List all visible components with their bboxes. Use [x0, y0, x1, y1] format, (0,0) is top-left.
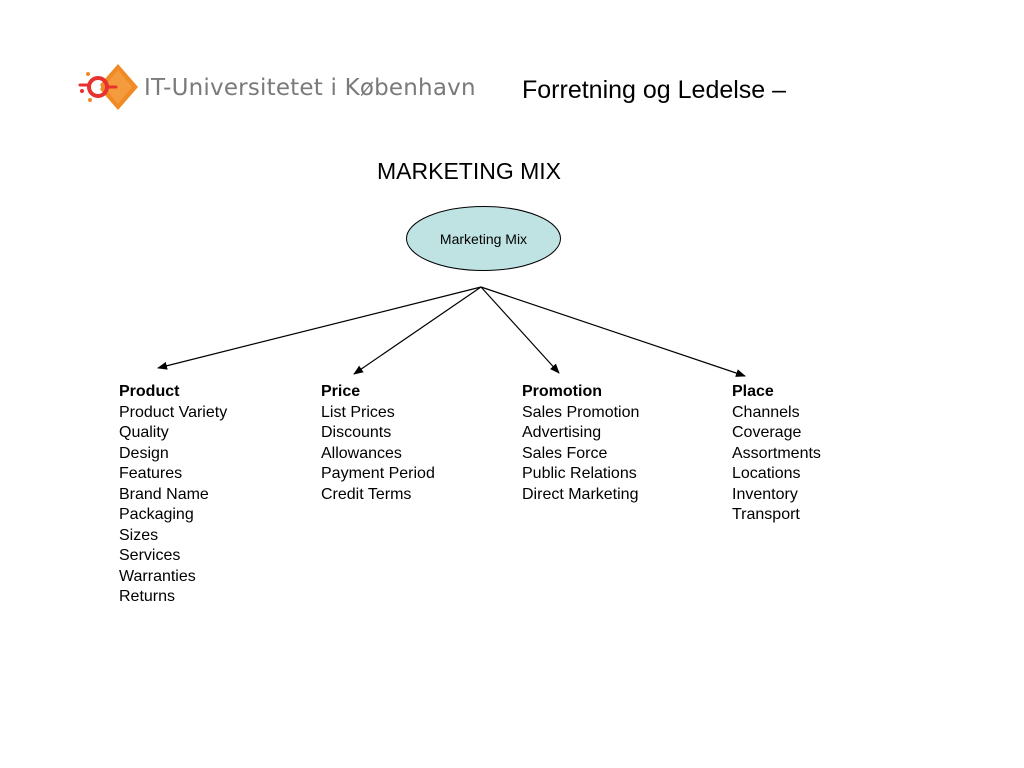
course-title: Forretning og Ledelse –	[522, 76, 787, 104]
category-item: Quality	[119, 424, 169, 441]
category-item: Direct Marketing	[522, 485, 639, 503]
category-item: Channels	[732, 403, 800, 421]
logo-text: IT-Universitetet i København	[144, 75, 476, 101]
category-item: Payment Period	[321, 465, 435, 482]
arrow-to-place	[480, 286, 746, 377]
category-heading: Price	[321, 383, 361, 400]
category-item: Transport	[732, 506, 800, 523]
root-node-label: Marketing Mix	[439, 230, 528, 247]
category-item: Discounts	[321, 424, 392, 441]
category-promotion: Promotion Sales Promotion Advertising Sa…	[522, 382, 639, 505]
arrow-to-price	[353, 286, 482, 375]
category-item: List Prices	[321, 403, 395, 421]
category-item: Features	[119, 465, 183, 482]
category-item: Locations	[732, 465, 801, 482]
category-item: Returns	[119, 588, 176, 605]
university-logo: IT-Universitetet i København	[76, 60, 496, 116]
category-heading: Product	[119, 383, 180, 400]
category-item: Product Variety	[119, 403, 228, 421]
category-item: Assortments	[732, 444, 821, 462]
category-item: Warranties	[119, 567, 196, 585]
category-item: Brand Name	[119, 485, 209, 503]
category-item: Sales Force	[522, 444, 608, 462]
category-place: Place Channels Coverage Assortments Loca…	[732, 382, 821, 526]
category-product: Product Product Variety Quality Design F…	[119, 382, 227, 608]
category-item: Credit Terms	[321, 485, 412, 503]
category-item: Sales Promotion	[522, 403, 640, 421]
category-price: Price List Prices Discounts Allowances P…	[321, 382, 435, 505]
category-item: Services	[119, 547, 181, 564]
category-item: Sizes	[119, 526, 159, 544]
category-item: Inventory	[732, 485, 798, 503]
category-item: Allowances	[321, 444, 402, 462]
slide-title: MARKETING MIX	[377, 158, 562, 184]
category-item: Packaging	[119, 506, 194, 523]
arrow-to-promotion	[480, 286, 560, 374]
arrow-to-product	[157, 286, 482, 370]
category-item: Coverage	[732, 424, 802, 441]
category-item: Public Relations	[522, 465, 637, 482]
root-node-shape	[406, 206, 561, 271]
category-heading: Promotion	[522, 383, 602, 400]
category-item: Advertising	[522, 424, 602, 441]
category-item: Design	[119, 444, 169, 462]
logo-emblem-icon	[78, 64, 138, 110]
category-heading: Place	[732, 383, 774, 400]
